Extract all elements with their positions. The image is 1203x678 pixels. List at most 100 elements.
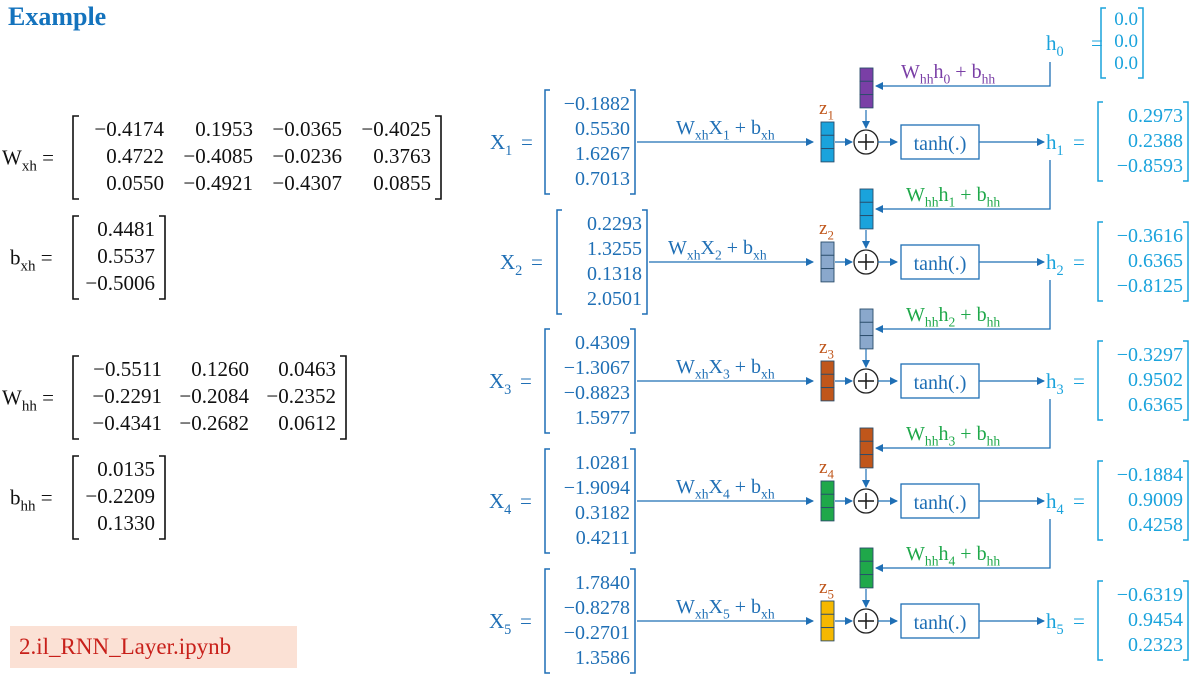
vector-value: −0.8278 [564,597,630,619]
vector-value: 0.0 [1114,9,1138,30]
z-vector-cell [820,387,835,402]
vector-bracket [630,89,636,195]
z-vector-cell [820,493,835,509]
z-vector-cell [859,215,874,230]
z-vector-icon [820,480,835,522]
vector-value: −0.3297 [1117,344,1183,366]
vector-value: 0.2293 [587,213,642,235]
z-vector-cell [820,613,835,629]
equals-sign: = [520,369,532,393]
z-vector-cell [820,148,835,163]
z-vector-icon [820,241,835,283]
x-input-label: X3 [489,369,511,398]
matrix-cell: −0.2084 [179,384,249,408]
vector-value: 0.2973 [1128,105,1183,127]
matrix-cell: 0.0463 [278,357,336,381]
matrix-bracket [72,455,79,540]
vector-bracket [556,209,562,315]
vector-bracket [642,209,648,315]
vector-value: −0.8125 [1117,275,1183,297]
matrix-cell: −0.4025 [361,117,431,141]
x-input-label: X4 [489,489,511,518]
matrix-bracket [340,355,347,440]
vector-value: −0.6319 [1117,584,1183,606]
matrix-cell: 0.0550 [106,171,164,195]
matrix-bracket [159,455,166,540]
input-weight-label: WxhX2 + bxh [668,237,767,263]
vector-value: −0.8823 [564,382,630,404]
vector-value: 0.4258 [1128,514,1183,536]
equals-sign: = [1091,31,1103,55]
vector-value: 0.9502 [1128,369,1183,391]
matrix-cell: 0.1330 [97,511,155,535]
matrix-cell: −0.5006 [85,271,155,295]
z-vector-cell [859,454,874,469]
equals-sign: = [1073,250,1085,274]
vector-bracket [1183,340,1189,421]
recurrent-arrow [875,160,1051,213]
vector-value: 0.9454 [1128,609,1183,631]
z-vector-cell [820,627,835,642]
h-output-label: h3 [1046,369,1064,398]
z-vector-icon [859,547,874,589]
z-label: z1 [819,98,834,122]
tanh-box [900,244,980,280]
matrix-cell: −0.2352 [266,384,336,408]
vector-value: 0.0 [1114,31,1138,52]
vector-bracket [1097,580,1103,661]
z-vector-cell [859,94,874,109]
page-title: Example [8,2,107,31]
z-vector-cell [859,80,874,96]
x-input-label: X2 [500,250,522,279]
vector-bracket [630,568,636,674]
vector-value: 1.5977 [575,407,630,429]
recurrent-arrow [875,280,1051,333]
vector-value: 0.6365 [1128,394,1183,416]
vector-bracket [1097,460,1103,541]
tanh-label: tanh(.) [914,612,967,634]
z-vector-cell [820,254,835,270]
z-label: z4 [819,457,834,481]
z-vector-cell [820,134,835,150]
equals-sign: = [520,489,532,513]
h-output-label: h5 [1046,609,1064,638]
matrix-cell: 0.4481 [97,217,155,241]
matrix-cell: −0.4085 [183,144,253,168]
matrix-cell: −0.2209 [85,484,155,508]
matrix-cell: −0.4341 [92,411,162,435]
z-vector-cell [820,121,835,136]
z-vector-cell [820,507,835,522]
matrix-cell: 0.4722 [106,144,164,168]
matrix-cell: −0.4921 [183,171,253,195]
input-weight-label: WxhX1 + bxh [676,117,775,143]
matrix-bracket [72,215,79,300]
vector-bracket [544,448,550,554]
matrix-cell: −0.0236 [272,144,342,168]
vector-value: −1.9094 [564,477,630,499]
z-vector-cell [859,335,874,350]
matrix-cell: 0.5537 [97,244,155,268]
vector-bracket [1183,580,1189,661]
param-label: Wxh = [2,146,54,175]
vector-value: 1.6267 [575,143,630,165]
z-vector-cell [820,268,835,283]
equals-sign: = [1073,489,1085,513]
matrix-cell: −0.5511 [93,357,162,381]
x-input-label: X5 [489,609,511,638]
z-label: z5 [819,577,834,601]
vector-value: −0.1882 [564,93,630,115]
vector-value: 0.2388 [1128,130,1183,152]
z-vector-cell [859,547,874,562]
vector-bracket [1100,7,1106,79]
matrix-cell: −0.0365 [272,117,342,141]
